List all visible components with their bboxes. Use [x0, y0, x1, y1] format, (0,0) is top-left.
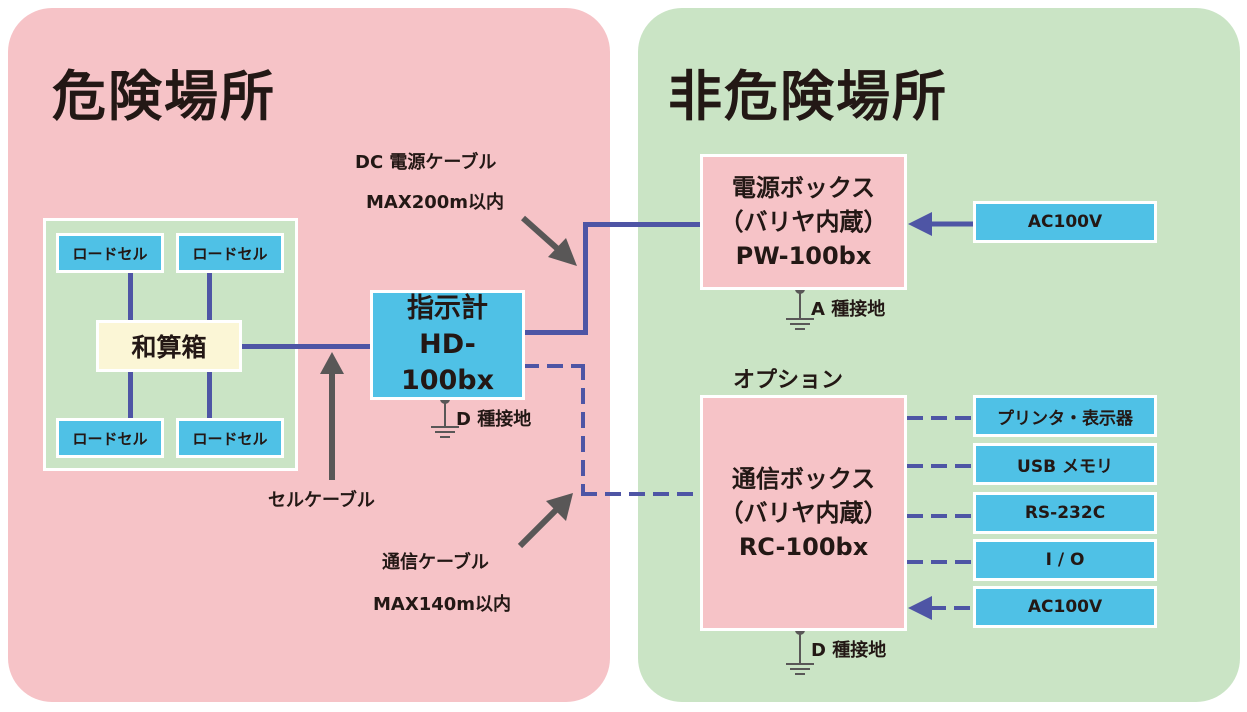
loadcell-box: ロードセル [176, 233, 284, 273]
ac-power-arrowhead [908, 212, 932, 236]
option-label: オプション [733, 368, 844, 393]
ground-icon [786, 625, 814, 675]
ground-icon [786, 284, 814, 330]
ac-comm-arrowhead [908, 596, 932, 620]
cell-cable-label: セルケーブル [268, 490, 375, 511]
usb-memory-output: USB メモリ [973, 443, 1157, 485]
indicator-ground-label: D 種接地 [456, 409, 532, 430]
power-box-ground-label: A 種接地 [811, 299, 886, 320]
cell-cable-pointer-head [320, 352, 344, 374]
loadcell-box: ロードセル [56, 233, 164, 273]
dc-cable-line [583, 222, 588, 335]
power-box-model: PW-100bx [735, 242, 872, 270]
comm-cable-max-label: MAX140m以内 [373, 594, 512, 615]
cell-cable-line [240, 344, 372, 349]
indicator-name: 指示計 [407, 293, 488, 324]
junction-box: 和算箱 [96, 320, 242, 372]
power-box-name: 電源ボックス [731, 174, 876, 202]
ground-icon [431, 394, 459, 438]
comm-cable-pointer [517, 505, 561, 549]
non-hazardous-area-title: 非危険場所 [668, 65, 948, 128]
comm-cable-label: 通信ケーブル [382, 552, 489, 573]
rs232c-output: RS-232C [973, 492, 1157, 534]
loadcell-box: ロードセル [56, 418, 164, 458]
option-line [907, 464, 971, 468]
loadcell-link-line [207, 272, 212, 322]
option-line [907, 560, 971, 564]
dc-cable-label: DC 電源ケーブル [355, 152, 497, 173]
power-box-barrier: （バリヤ内蔵） [719, 208, 888, 236]
dc-cable-pointer-head [548, 238, 577, 266]
dc-cable-max-label: MAX200m以内 [366, 192, 505, 213]
option-line [930, 606, 974, 610]
ac-power-comm-input: AC100V [973, 586, 1157, 628]
power-supply-box: 電源ボックス （バリヤ内蔵） PW-100bx [700, 154, 907, 290]
comm-box-name: 通信ボックス [731, 465, 876, 493]
comm-box-model: RC-100bx [738, 533, 869, 561]
comm-box-ground-label: D 種接地 [811, 640, 887, 661]
loadcell-box: ロードセル [176, 418, 284, 458]
comm-cable-pointer-head [546, 493, 573, 521]
printer-display-output: プリンタ・表示器 [973, 395, 1157, 437]
io-output: I / O [973, 539, 1157, 581]
loadcell-link-line [207, 370, 212, 420]
indicator-model: HD-100bx [400, 329, 495, 396]
loadcell-link-line [128, 370, 133, 420]
hazardous-area-title: 危険場所 [52, 65, 276, 128]
ac-power-input-box: AC100V [973, 201, 1157, 243]
option-line [907, 514, 971, 518]
option-line [907, 416, 971, 420]
communication-box: 通信ボックス （バリヤ内蔵） RC-100bx [700, 395, 907, 631]
comm-cable-line [581, 492, 701, 496]
loadcell-link-line [128, 272, 133, 322]
comm-box-barrier: （バリヤ内蔵） [719, 499, 888, 527]
comm-cable-line [581, 364, 585, 496]
comm-cable-line [523, 364, 585, 368]
dc-cable-line [523, 330, 587, 335]
indicator-box: 指示計 HD-100bx [370, 290, 525, 400]
dc-cable-pointer [521, 215, 562, 254]
dc-cable-line [583, 222, 701, 227]
